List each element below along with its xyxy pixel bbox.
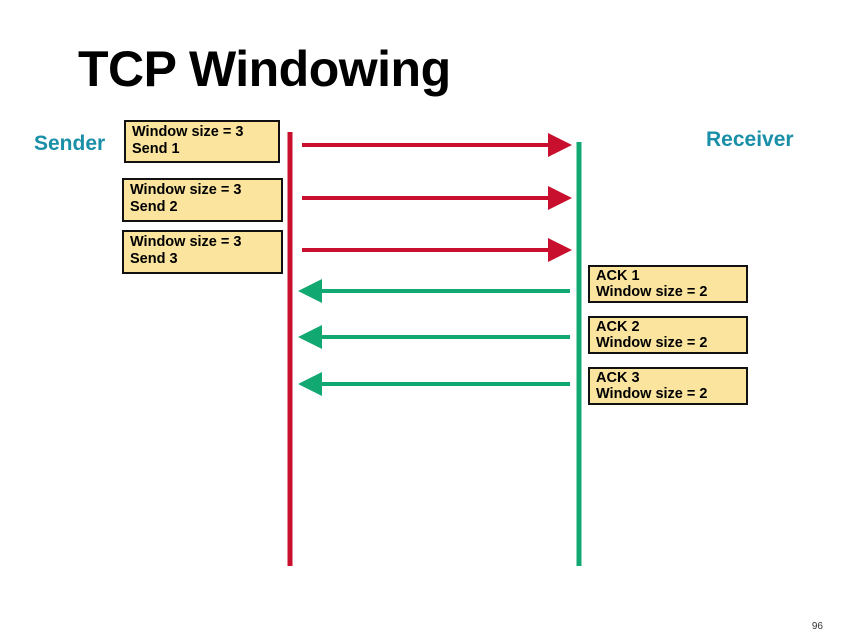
send-label: Send 2 [130, 199, 178, 215]
sender-label: Sender [34, 132, 106, 155]
send-window-size: Window size = 3 [130, 234, 242, 250]
receiver-label: Receiver [706, 128, 794, 151]
ack-message-box-2: ACK 2 Window size = 2 [588, 316, 748, 354]
ack-label: ACK 2 [596, 319, 640, 335]
ack-label: ACK 1 [596, 268, 640, 284]
ack-window-size: Window size = 2 [596, 386, 708, 402]
ack-label: ACK 3 [596, 370, 640, 386]
send-message-box-3: Window size = 3 Send 3 [122, 230, 283, 274]
send-label: Send 3 [130, 251, 178, 267]
page-number: 96 [811, 621, 823, 632]
send-message-box-2: Window size = 3 Send 2 [122, 178, 283, 222]
page-title: TCP Windowing [78, 41, 451, 97]
send-window-size: Window size = 3 [132, 124, 244, 140]
send-message-box-1: Window size = 3 Send 1 [124, 120, 280, 163]
ack-window-size: Window size = 2 [596, 335, 708, 351]
ack-message-box-1: ACK 1 Window size = 2 [588, 265, 748, 303]
send-label: Send 1 [132, 141, 180, 157]
ack-message-box-3: ACK 3 Window size = 2 [588, 367, 748, 405]
send-window-size: Window size = 3 [130, 182, 242, 198]
ack-window-size: Window size = 2 [596, 284, 708, 300]
